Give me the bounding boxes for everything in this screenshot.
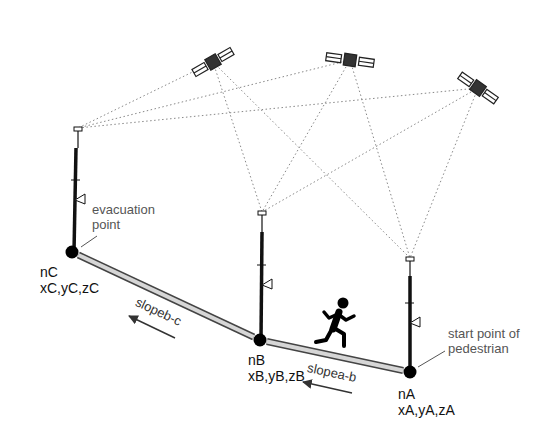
walking-path [78, 255, 253, 337]
pedestrian-icon [316, 298, 354, 347]
callout-label: evacuation point [92, 202, 172, 232]
point-dot [65, 245, 79, 259]
satellite [457, 70, 500, 105]
point-label: nBxB,yB,zB [248, 352, 305, 384]
node-name: nB [248, 352, 305, 368]
satellite [325, 51, 374, 70]
satellite [191, 46, 235, 78]
slope-arrow [303, 382, 352, 393]
gnss-pole [71, 127, 85, 252]
point-dot [253, 333, 267, 347]
node-name: nA [398, 386, 455, 402]
coordinates: xB,yB,zB [248, 368, 305, 384]
gnss-pole [405, 257, 420, 372]
coordinates: xA,yA,zA [398, 402, 455, 418]
point-label: nCxC,yC,zC [40, 264, 99, 296]
survey-point: nCxC,yC,zC [65, 245, 79, 259]
callout-label: start point of pedestrian [448, 326, 544, 356]
coordinates: xC,yC,zC [40, 280, 99, 296]
point-label: nAxA,yA,zA [398, 386, 455, 418]
slope-label: slopeb-c [132, 293, 186, 329]
survey-point: nBxB,yB,zB [253, 333, 267, 347]
leader-line [81, 236, 97, 247]
point-dot [403, 365, 417, 379]
signal-lines [78, 60, 478, 258]
slope-label: slopea-b [304, 360, 360, 386]
node-name: nC [40, 264, 99, 280]
survey-point: nAxA,yA,zA [403, 365, 417, 379]
gnss-pole [257, 211, 272, 340]
leader-line [418, 351, 445, 367]
